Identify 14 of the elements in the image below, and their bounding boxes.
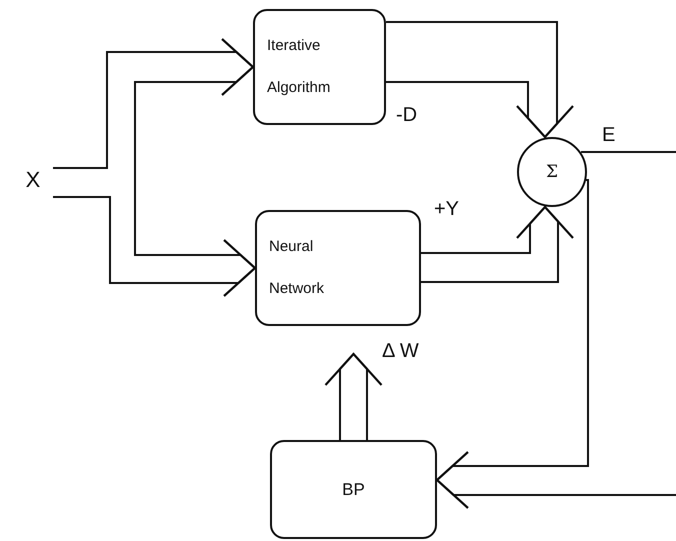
box-label: Iterative Algorithm: [267, 36, 332, 98]
process-box: [253, 9, 386, 125]
box-label: Neural Network: [269, 237, 326, 299]
double-line-arrow: [385, 21, 574, 138]
process-box: [255, 210, 421, 326]
double-line-arrow: [53, 167, 256, 298]
box-label: BP: [342, 480, 365, 500]
input-label: X: [18, 162, 48, 198]
double-line-arrow: [420, 206, 574, 283]
sum-symbol: Σ: [546, 162, 558, 182]
process-box: [270, 440, 437, 539]
double-line-arrow: [53, 38, 254, 169]
double-line-arrow: [324, 352, 383, 441]
double-line-arrow: [436, 151, 676, 510]
